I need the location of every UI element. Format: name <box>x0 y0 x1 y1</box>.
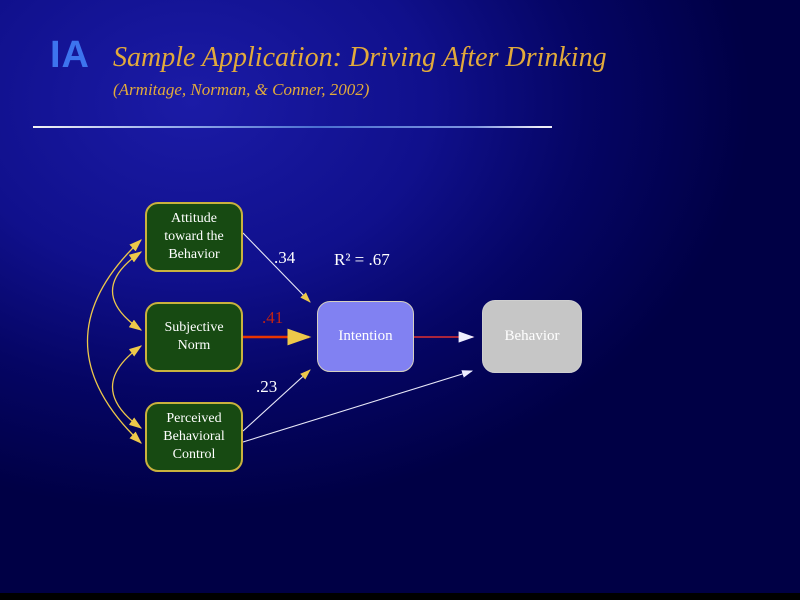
node-attitude: Attitude toward the Behavior <box>145 202 243 272</box>
node-perceived-behavioral-control-label: Perceived Behavioral Control <box>163 411 225 462</box>
node-perceived-behavioral-control: Perceived Behavioral Control <box>145 402 243 472</box>
arrow-attitude-to-intention <box>242 232 311 303</box>
node-behavior-label: Behavior <box>504 327 560 344</box>
coefficient-pbc-intention: .23 <box>256 377 278 396</box>
node-intention: Intention <box>317 301 414 372</box>
coefficient-attitude-intention: .34 <box>274 248 296 267</box>
coefficient-norm-intention: .41 <box>262 308 284 327</box>
bottom-border-bar <box>0 593 800 600</box>
r-squared-label: R² = .67 <box>334 250 390 269</box>
correlation-curve-attitude-norm <box>112 251 143 331</box>
node-attitude-label: Attitude toward the Behavior <box>164 211 224 262</box>
node-subjective-norm-label: Subjective Norm <box>164 320 224 353</box>
title-divider-line <box>33 126 552 128</box>
node-intention-label: Intention <box>338 327 393 344</box>
logo-ia: IA <box>50 34 90 76</box>
correlation-curve-norm-pbc <box>112 345 143 429</box>
node-subjective-norm: Subjective Norm <box>145 302 243 372</box>
correlation-curve-attitude-pbc <box>87 239 142 444</box>
arrow-pbc-to-behavior <box>242 370 474 443</box>
node-behavior: Behavior <box>482 300 582 373</box>
arrow-pbc-to-intention <box>242 369 311 432</box>
slide-title: Sample Application: Driving After Drinki… <box>113 42 607 73</box>
slide-subtitle: (Armitage, Norman, & Conner, 2002) <box>113 80 370 99</box>
